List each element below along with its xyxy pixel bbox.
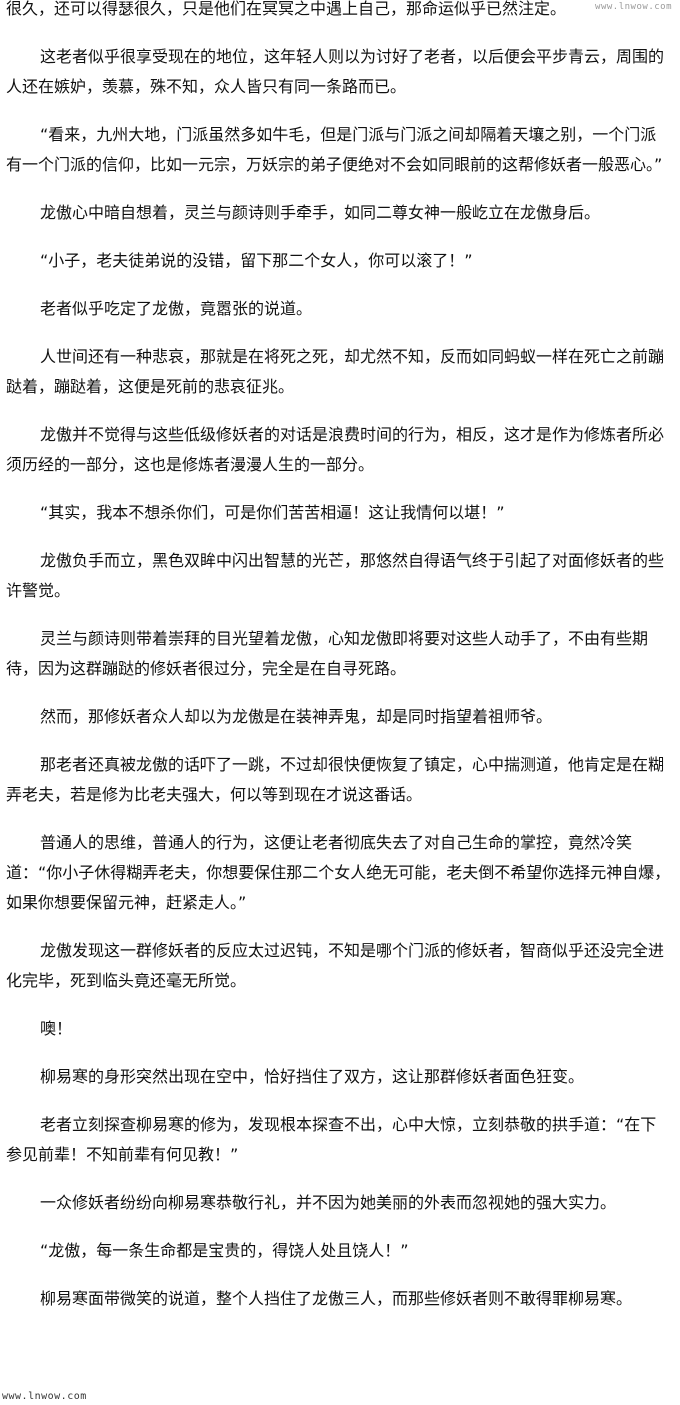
paragraph: 那老者还真被龙傲的话吓了一跳，不过却很快便恢复了镇定，心中揣测道，他肯定是在糊弄… xyxy=(6,755,665,804)
paragraph: 龙傲心中暗自想着，灵兰与颜诗则手牵手，如同二尊女神一般屹立在龙傲身后。 xyxy=(40,203,601,222)
paragraph: 柳易寒面带微笑的说道，整个人挡住了龙傲三人，而那些修妖者则不敢得罪柳易寒。 xyxy=(40,1289,633,1308)
paragraph: “小子，老夫徒弟说的没错，留下那二个女人，你可以滚了！” xyxy=(40,251,473,270)
watermark-top: www.lnwow.com xyxy=(595,2,672,12)
paragraph: 老者立刻探查柳易寒的修为，发现根本探查不出，心中大惊，立刻恭敬的拱手道：“在下参… xyxy=(6,1115,657,1164)
article-body: 很久，还可以得瑟很久，只是他们在冥冥之中遇上自己，那命运似乎已然注定。 这老者似… xyxy=(6,0,672,1332)
paragraph: 然而，那修妖者众人却以为龙傲是在装神弄鬼，却是同时指望着祖师爷。 xyxy=(40,707,553,726)
watermark-bottom: www.lnwow.com xyxy=(2,1391,87,1402)
paragraph: 噢！ xyxy=(40,1019,73,1038)
paragraph: 一众修妖者纷纷向柳易寒恭敬行礼，并不因为她美丽的外表而忽视她的强大实力。 xyxy=(40,1193,617,1212)
paragraph: 龙傲发现这一群修妖者的反应太过迟钝，不知是哪个门派的修妖者，智商似乎还没完全进化… xyxy=(6,941,665,990)
paragraph: 很久，还可以得瑟很久，只是他们在冥冥之中遇上自己，那命运似乎已然注定。 xyxy=(6,0,567,18)
paragraph: 普通人的思维，普通人的行为，这便让老者彻底失去了对自己生命的掌控，竟然冷笑道：“… xyxy=(6,833,671,912)
paragraph: 龙傲负手而立，黑色双眸中闪出智慧的光芒，那悠然自得语气终于引起了对面修妖者的些许… xyxy=(6,551,665,600)
paragraph: 柳易寒的身形突然出现在空中，恰好挡住了双方，这让那群修妖者面色狂变。 xyxy=(40,1067,585,1086)
paragraph: 灵兰与颜诗则带着崇拜的目光望着龙傲，心知龙傲即将要对这些人动手了，不由有些期待，… xyxy=(6,629,649,678)
paragraph: 龙傲并不觉得与这些低级修妖者的对话是浪费时间的行为，相反，这才是作为修炼者所必须… xyxy=(6,425,665,474)
paragraph: 这老者似乎很享受现在的地位，这年轻人则以为讨好了老者，以后便会平步青云，周围的人… xyxy=(6,47,665,96)
paragraph: “其实，我本不想杀你们，可是你们苦苦相逼！这让我情何以堪！” xyxy=(40,503,505,522)
paragraph: “龙傲，每一条生命都是宝贵的，得饶人处且饶人！” xyxy=(40,1241,409,1260)
paragraph: “看来，九州大地，门派虽然多如牛毛，但是门派与门派之间却隔着天壤之别，一个门派有… xyxy=(6,125,663,174)
paragraph: 人世间还有一种悲哀，那就是在将死之死，却尤然不知，反而如同蚂蚁一样在死亡之前蹦跶… xyxy=(6,347,665,396)
paragraph: 老者似乎吃定了龙傲，竟嚣张的说道。 xyxy=(40,299,313,318)
